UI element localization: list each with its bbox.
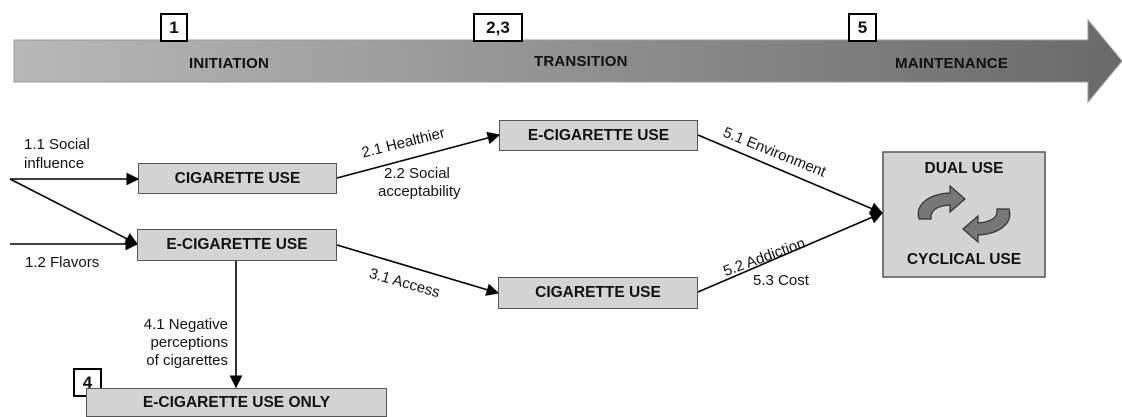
node-ecigarette-use-only: E-CIGARETTE USE ONLY (86, 388, 387, 417)
cycle-arrows-icon (917, 184, 1011, 244)
factor-1-1-line2: influence (24, 155, 85, 172)
edge-ecig-to-cig-transition (336, 244, 500, 296)
edge-ecig-to-dual (697, 134, 884, 215)
node-ecigarette-use-initiation: E-CIGARETTE USE (137, 229, 337, 261)
timeline-arrow (13, 18, 1122, 104)
factor-1-2: 1.2 Flavors (25, 254, 100, 271)
factor-4-1-line3: of cigarettes (146, 352, 228, 369)
edge-social-to-ecig (9, 178, 139, 245)
node-ecigarette-use-transition: E-CIGARETTE USE (499, 120, 698, 151)
edge-cig-to-ecig-transition (336, 131, 501, 179)
cyclical-use-label: CYCLICAL USE (906, 251, 1022, 268)
dual-use-box (882, 151, 1046, 278)
stage-label-transition: TRANSITION (534, 53, 628, 70)
stage-label-maintenance: MAINTENANCE (895, 55, 1009, 72)
factor-4-1-line1: 4.1 Negative (143, 316, 228, 333)
factor-2-2-line2: acceptability (378, 183, 461, 200)
factor-1-1-line1: 1.1 Social (24, 136, 90, 153)
node-cigarette-use-initiation: CIGARETTE USE (138, 163, 337, 194)
stage-number-1: 1 (160, 13, 188, 42)
factor-4-1-line2: perceptions (150, 334, 228, 351)
edge-cig-to-dual (697, 211, 884, 293)
factor-5-3: 5.3 Cost (753, 272, 809, 289)
stage-number-5: 5 (848, 13, 877, 42)
node-cigarette-use-transition: CIGARETTE USE (498, 277, 698, 309)
stage-number-2-3: 2,3 (473, 13, 523, 42)
dual-use-label: DUAL USE (924, 160, 1004, 177)
stage-label-initiation: INITIATION (189, 55, 270, 72)
factor-2-2-line1: 2.2 Social (384, 165, 450, 182)
